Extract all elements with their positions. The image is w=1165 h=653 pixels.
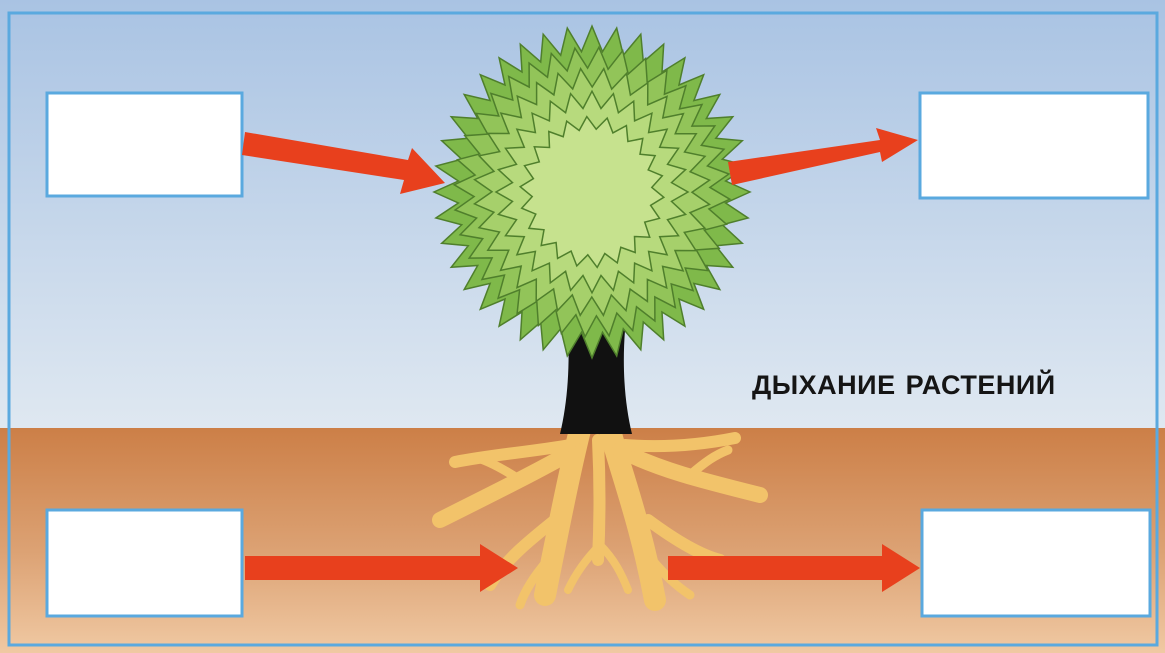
answer-box-bottom-left[interactable]	[47, 510, 242, 616]
title-word-plants: РАСТЕНИЙ	[906, 370, 1056, 400]
diagram-title: ДЫХАНИЕ РАСТЕНИЙ	[752, 370, 1152, 401]
answer-box-top-left[interactable]	[47, 93, 242, 196]
answer-box-top-right[interactable]	[920, 93, 1148, 198]
title-word-breathing: ДЫХАНИЕ	[752, 370, 896, 400]
tree-crown	[434, 26, 750, 358]
answer-box-bottom-right[interactable]	[922, 510, 1150, 616]
